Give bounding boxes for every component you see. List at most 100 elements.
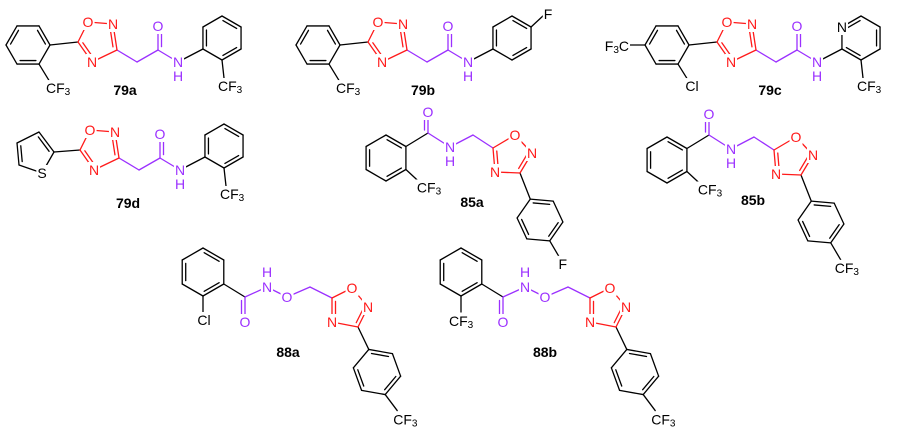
hydroxamate-hydrogen-background: [260, 264, 274, 280]
label-part: N: [445, 139, 455, 155]
amide-hydrogen-text: H: [812, 68, 822, 84]
label-part: N: [327, 314, 337, 330]
subscript: 3: [853, 266, 859, 277]
label-part: O: [347, 280, 358, 296]
fluoro-bond: [530, 13, 546, 28]
label-part: O: [423, 104, 434, 120]
subscript: 3: [468, 320, 474, 331]
label-part: O: [722, 14, 733, 30]
carbonyl-oxygen-text: O: [443, 18, 454, 34]
trifluoromethyl-label-background: [392, 411, 419, 429]
amide-hydrogen: H: [810, 68, 824, 84]
trifluoromethyl-label-background: [696, 181, 724, 199]
bonds: [5, 13, 881, 412]
label-part: O: [510, 127, 521, 143]
benzene-bond: [439, 283, 462, 297]
linker-bond: [775, 49, 798, 63]
right-benzene-bond: [492, 15, 513, 28]
compound-label: 79a: [113, 82, 137, 98]
oxadiazole-oxygen-background: [789, 129, 803, 145]
left-benzene-double-bond: [295, 25, 308, 46]
label-part: CF: [218, 78, 237, 94]
subscript: 3: [613, 45, 619, 56]
para-phenyl-bond: [526, 238, 551, 242]
label-part: N: [771, 166, 781, 182]
compound-label: 88b: [533, 344, 557, 360]
benzene-double-bond-inner: [203, 281, 220, 292]
label-part: O: [153, 18, 164, 34]
subscript: 3: [670, 418, 676, 429]
carbonyl-oxygen: O: [151, 18, 165, 34]
amide-nitrogen-background: [461, 54, 475, 70]
benzene-bond: [646, 136, 668, 150]
amide-nitrogen-background: [173, 162, 187, 178]
trifluoromethyl-label-text: CF3: [651, 412, 676, 429]
benzene-double-bond: [460, 247, 483, 261]
compound-label: 85a: [460, 194, 484, 210]
para-phenyl-double-bond: [810, 200, 835, 204]
oxadiazole-nitrogen-text: N: [490, 164, 500, 180]
left-benzene-double-bond-inner: [9, 29, 20, 45]
oxadiazole-nitrogen-background: [325, 314, 339, 330]
benzene-bond: [646, 170, 668, 184]
subscript: 3: [65, 87, 71, 98]
right-benzene-double-bond: [221, 48, 242, 61]
amide-hydrogen-background: [810, 68, 824, 84]
amide-hydrogen-background: [171, 68, 185, 84]
carbonyl-oxygen-background: [441, 18, 455, 34]
benzene-bond: [365, 168, 387, 182]
pyridine-nitrogen: N: [835, 19, 849, 35]
oxadiazole-nitrogen: N: [108, 124, 122, 140]
amide-nitrogen-background: [443, 139, 457, 155]
benzene-double-bond: [202, 283, 225, 297]
carbonyl-oxygen-background: [151, 18, 165, 34]
label-part: H: [463, 68, 473, 84]
oxadiazole-nitrogen: N: [85, 54, 99, 70]
oxadiazole-nitrogen-background: [745, 16, 759, 32]
amide-hydrogen-background: [443, 153, 457, 169]
linker-bond: [567, 286, 591, 299]
right-benzene-bond: [202, 15, 223, 28]
right-benzene-bond: [204, 156, 225, 169]
label-part: O: [282, 289, 293, 305]
oxadiazole-nitrogen-background: [375, 54, 389, 70]
oxadiazole-nitrogen-background: [583, 314, 597, 330]
oxadiazole-nitrogen: N: [745, 16, 759, 32]
oxadiazole-oxygen-text: O: [83, 14, 94, 30]
trifluoromethyl-label-background: [603, 38, 630, 56]
pyridine-double-bond-inner: [845, 46, 861, 57]
right-benzene-double-bond: [511, 15, 532, 28]
chloro-label-background: [196, 312, 212, 328]
linker-bond: [406, 49, 428, 63]
label-part: CF: [336, 80, 355, 96]
right-benzene-bond: [204, 123, 225, 136]
amide-hydrogen-text: H: [173, 68, 183, 84]
oxadiazole-oxygen: O: [508, 127, 522, 143]
para-phenyl-double-bond-inner: [532, 202, 551, 206]
amide-nitrogen-text: N: [173, 54, 183, 70]
label-part: N: [837, 19, 847, 35]
para-phenyl-double-bond: [516, 217, 528, 240]
hydroxamate-nitrogen-text: N: [262, 279, 272, 295]
label-part: O: [155, 126, 166, 142]
left-benzene-double-bond: [5, 25, 18, 46]
label-part: N: [520, 279, 530, 295]
aryl-carbonyl-bond: [223, 283, 246, 298]
label-part: N: [173, 54, 183, 70]
oxadiazole-nitrogen-background: [724, 54, 738, 70]
carbonyl-oxygen-text: O: [704, 106, 715, 122]
pyridine-double-bond-inner: [845, 19, 861, 30]
trifluoromethyl-label: F3C: [603, 38, 630, 56]
oxadiazole-oxygen-background: [603, 280, 617, 296]
amide-nitrogen-text: N: [726, 141, 736, 157]
para-phenyl-bond: [807, 240, 832, 244]
oxadiazole-nitrogen-text: N: [726, 54, 736, 70]
benzene-double-bond-inner: [667, 169, 684, 180]
amide-hydrogen-text: H: [463, 68, 473, 84]
oxadiazole-oxygen: O: [720, 14, 734, 30]
benzene-double-bond: [202, 247, 225, 261]
oxadiazole-nitrogen-text: N: [527, 145, 537, 161]
label-part: F: [558, 256, 567, 272]
oxadiazole-nitrogen: N: [806, 147, 820, 163]
trifluoromethyl-label-background: [448, 313, 475, 331]
